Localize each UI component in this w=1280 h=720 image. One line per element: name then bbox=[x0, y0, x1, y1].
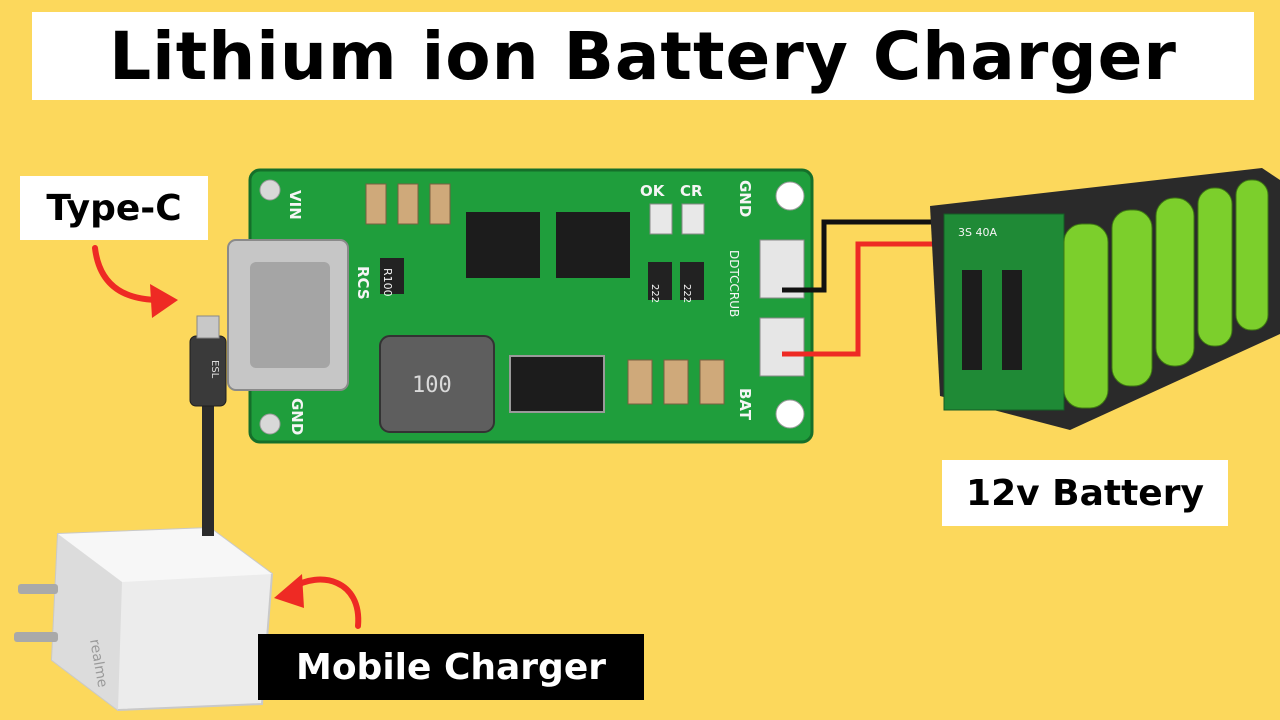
bms-label: 3S 40A bbox=[958, 226, 997, 239]
cell-1 bbox=[1063, 223, 1109, 409]
silk-bat: BAT bbox=[736, 388, 754, 421]
silk-gnd-right: GND bbox=[736, 180, 754, 217]
mobile-charger: realme bbox=[14, 526, 274, 712]
wire-black bbox=[782, 219, 940, 293]
type-c-label: Type-C bbox=[20, 176, 208, 240]
plug-pin-top bbox=[18, 584, 58, 594]
mobile-charger-label: Mobile Charger bbox=[258, 634, 644, 700]
cell-3 bbox=[1155, 197, 1195, 367]
battery-label: 12v Battery bbox=[942, 460, 1228, 526]
page-title: Lithium ion Battery Charger bbox=[32, 12, 1254, 100]
plug-pin-bottom bbox=[14, 632, 58, 642]
cell-4 bbox=[1197, 187, 1233, 347]
battery-pack: 3S 40A bbox=[930, 168, 1280, 430]
arrow-typec bbox=[92, 245, 178, 318]
inductor-marking: 100 bbox=[412, 373, 452, 398]
cell-2 bbox=[1111, 209, 1153, 387]
silk-r100: R100 bbox=[381, 268, 394, 297]
cable-brand: ESL bbox=[209, 360, 220, 379]
inductor bbox=[379, 335, 495, 433]
led-ok bbox=[649, 203, 673, 235]
wire-red bbox=[782, 241, 944, 357]
arrow-charger bbox=[274, 574, 362, 629]
silk-222b: 222 bbox=[681, 284, 692, 303]
silk-vin: VIN bbox=[286, 190, 304, 220]
diode bbox=[509, 355, 605, 413]
charger-pcb: VIN GND RCS R100 OK CR GND DDTCCRUB BAT … bbox=[227, 168, 814, 444]
silk-cr: CR bbox=[680, 182, 703, 200]
silk-ok: OK bbox=[640, 182, 666, 200]
cell-5 bbox=[1235, 179, 1269, 331]
silk-rcs: RCS bbox=[354, 266, 372, 300]
pad-positive bbox=[759, 317, 805, 377]
silk-ddtccrub: DDTCCRUB bbox=[727, 250, 741, 317]
silk-gnd-left: GND bbox=[288, 398, 306, 435]
silk-222a: 222 bbox=[649, 284, 660, 303]
led-cr bbox=[681, 203, 705, 235]
usb-cable: ESL bbox=[189, 315, 227, 536]
ic-chip-1 bbox=[466, 212, 540, 278]
ic-chip-2 bbox=[556, 212, 630, 278]
